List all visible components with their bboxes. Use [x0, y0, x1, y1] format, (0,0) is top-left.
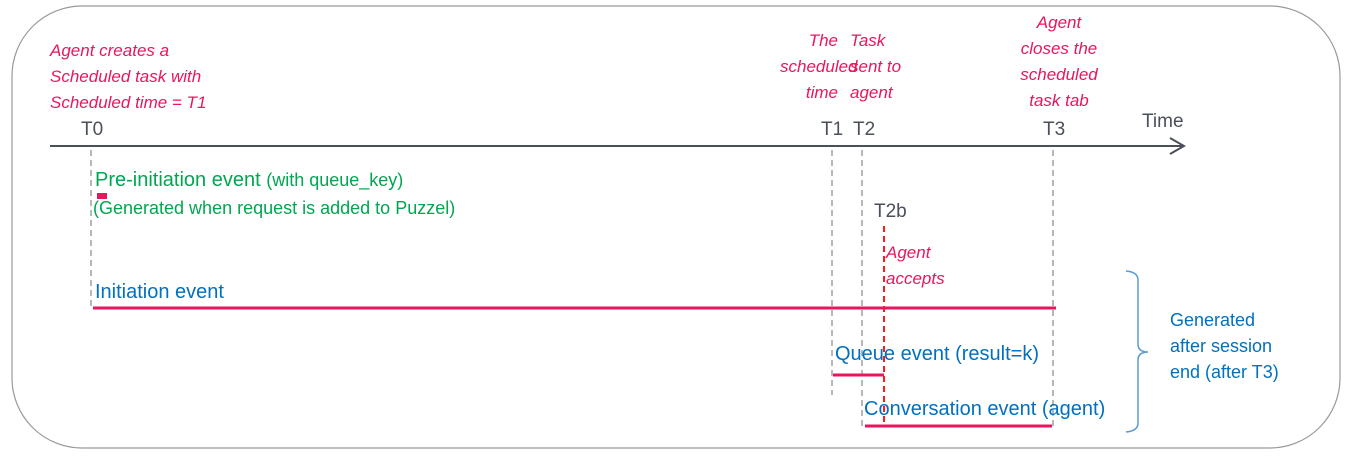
tick-t1: T1 [821, 119, 844, 140]
brace-note-line: end (after T3) [1170, 362, 1279, 382]
tick-t0: T0 [81, 119, 104, 140]
t2b-note: Agent accepts [886, 240, 945, 292]
pre-initiation-suffix: (with queue_key) [266, 170, 404, 190]
note-line: Task [850, 31, 886, 50]
t3-note: Agent closes the scheduled task tab [1004, 10, 1114, 114]
axis-label: Time [1142, 111, 1184, 132]
note-line: scheduled [1020, 65, 1098, 84]
pre-initiation-note: (Generated when request is added to Puzz… [93, 198, 456, 218]
note-line: task tab [1029, 91, 1089, 110]
tick-t2: T2 [853, 119, 876, 140]
frame [11, 5, 1341, 449]
note-line: Scheduled task with [50, 67, 202, 86]
t2-note: Task sent to agent [850, 28, 901, 106]
pre-initiation-marker [97, 193, 107, 199]
pre-initiation-label: Pre-initiation event (with queue_key) [95, 170, 403, 190]
t1-note: The scheduled time [780, 28, 858, 106]
note-line: accepts [886, 269, 945, 288]
note-line: Agent creates a [50, 41, 170, 60]
brace [1125, 270, 1149, 433]
tick-t3: T3 [1043, 119, 1066, 140]
t0-note: Agent creates a Scheduled task with Sche… [50, 38, 206, 116]
note-line: The [808, 31, 838, 50]
note-line: Scheduled time = T1 [50, 93, 207, 112]
pre-initiation-title: Pre-initiation event [95, 169, 261, 191]
note-line: closes the [1020, 39, 1098, 58]
note-line: scheduled [780, 57, 858, 76]
brace-note: Generated after session end (after T3) [1170, 307, 1279, 385]
note-line: sent to [850, 57, 902, 76]
note-line: agent [850, 83, 893, 102]
axis-arrow-icon [1169, 137, 1187, 155]
note-line: Agent [1036, 13, 1082, 32]
brace-note-line: after session [1170, 336, 1273, 356]
note-line: time [805, 83, 838, 102]
initiation-label: Initiation event [95, 281, 224, 303]
queue-label: Queue event (result=k) [835, 343, 1039, 365]
note-line: Agent [886, 243, 931, 262]
brace-note-line: Generated [1170, 310, 1256, 330]
tick-t2b: T2b [874, 201, 907, 222]
conversation-label: Conversation event (agent) [864, 398, 1106, 420]
